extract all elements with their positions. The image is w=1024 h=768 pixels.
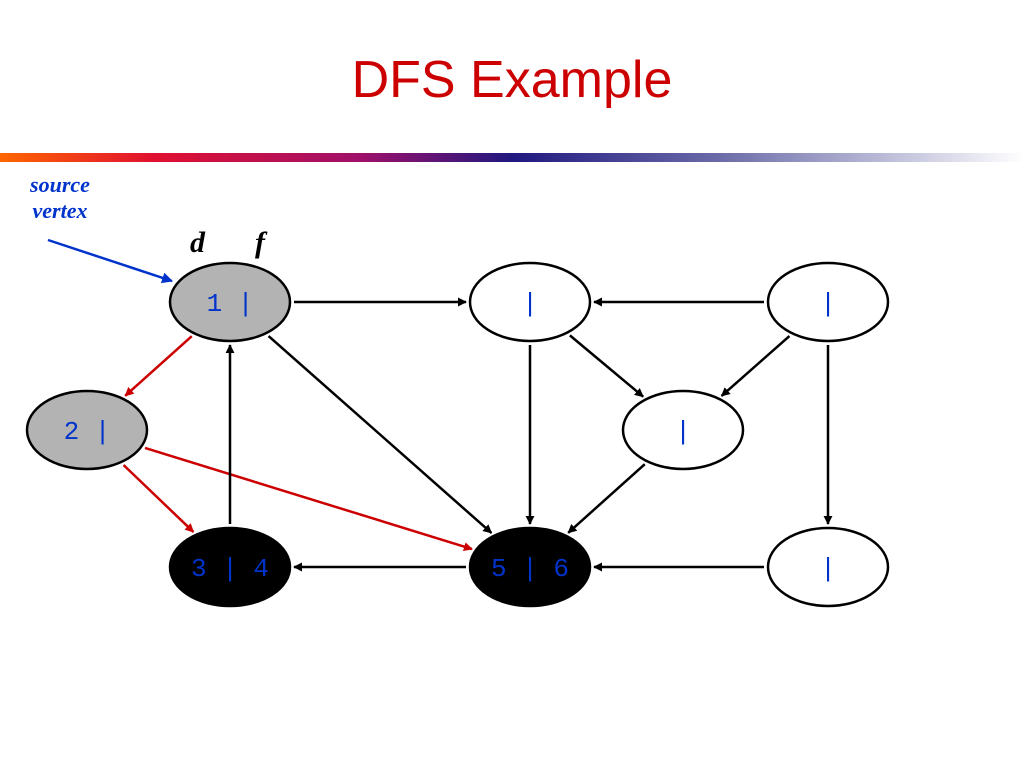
vertex-v4: 2 | [25,389,149,471]
vertex-shape [621,389,745,471]
vertex-shape [168,261,292,343]
vertex-shape [766,526,890,608]
vertex-label: | [522,289,538,319]
vertex-shape [766,261,890,343]
vertex-shape [468,261,592,343]
discovery-time-header: d [190,226,205,259]
annotation-line-1: source [30,172,90,197]
source-vertex-annotation: source vertex [10,172,110,224]
vertex-v5: | [621,389,745,471]
finish-time-header: f [255,226,265,259]
source-pointer-arrow [47,238,174,284]
slide-title: DFS Example [351,51,673,109]
vertex-label: | [675,417,691,447]
edge-v1-v7 [267,335,493,534]
vertex-label: 5 | 6 [491,554,569,584]
vertex-shape [468,526,592,608]
edge-v2-v5 [569,334,644,398]
title-divider [0,153,1024,162]
vertex-label: 2 | [64,417,111,447]
vertex-v3: | [766,261,890,343]
vertex-label: | [820,554,836,584]
vertex-v1: 1 | [168,261,292,343]
edge-v1-v4-tree [124,335,193,397]
vertex-label: | [820,289,836,319]
edge-v3-v5 [720,335,791,397]
vertex-v8: | [766,526,890,608]
edge-v5-v7 [567,463,646,534]
vertex-v6: 3 | 4 [168,526,292,608]
vertex-v2: | [468,261,592,343]
vertex-shape [25,389,149,471]
edge-v4-v6-tree [122,464,195,533]
vertex-label: 3 | 4 [191,554,269,584]
vertex-label: 1 | [207,289,254,319]
annotation-line-2: vertex [32,198,88,223]
vertex-shape [168,526,292,608]
edge-v4-v7-tree [144,446,473,551]
vertex-v7: 5 | 6 [468,526,592,608]
